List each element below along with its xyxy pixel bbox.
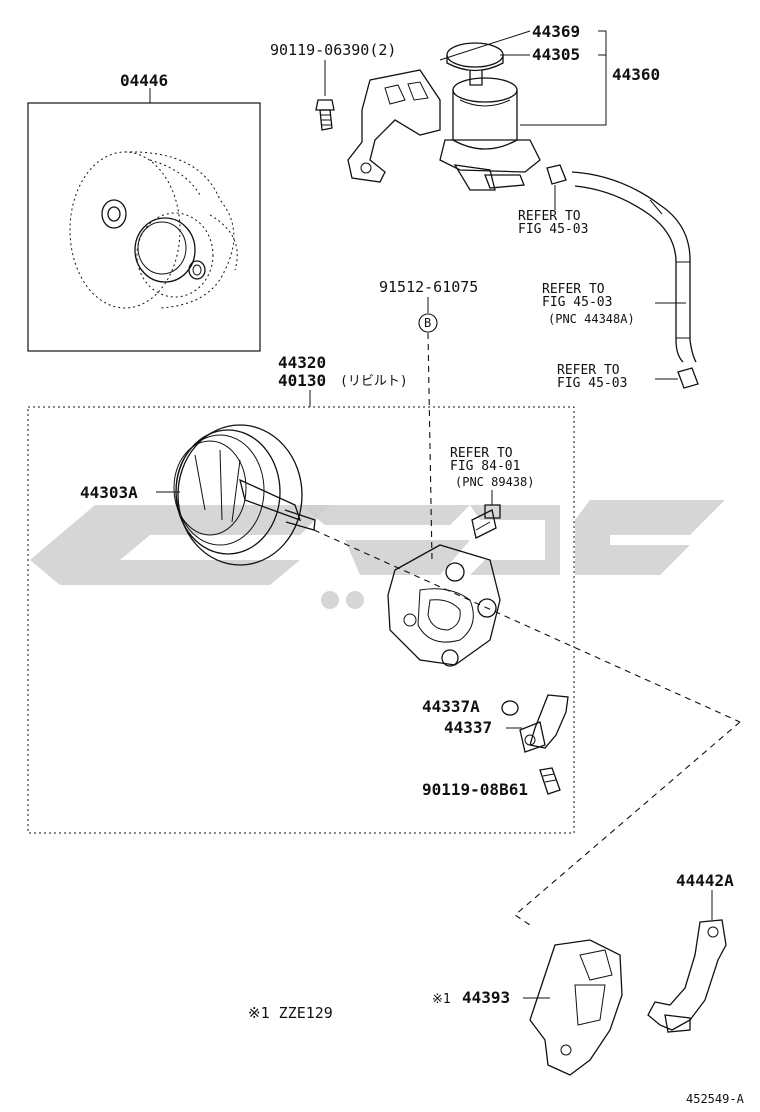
label-clip: 91512-61075 xyxy=(379,278,478,296)
label-union: 44337 xyxy=(444,718,492,737)
label-refer2-b: FIG 45-03 xyxy=(542,295,612,310)
label-bracket: 44369 xyxy=(532,22,580,41)
label-ref-no: 452549-A xyxy=(686,1092,745,1106)
label-reservoir: 44360 xyxy=(612,65,660,84)
label-refer1-a: REFER TO xyxy=(518,209,581,224)
label-refer4-b: FIG 84-01 xyxy=(450,459,520,474)
circle-b-marker xyxy=(418,313,438,333)
label-kit: 04446 xyxy=(120,71,168,90)
label-cap: 44305 xyxy=(532,45,580,64)
label-oring: 44337A xyxy=(422,697,480,716)
label-refer3-b: FIG 45-03 xyxy=(557,376,627,391)
bolt-top xyxy=(315,99,335,131)
label-refer1-b: FIG 45-03 xyxy=(518,222,588,237)
pulley xyxy=(173,424,316,566)
label-refer2-a: REFER TO xyxy=(542,282,605,297)
return-hose xyxy=(571,171,697,363)
label-bracket-a: 44442A xyxy=(676,871,734,890)
label-bolt-top: 90119-06390(2) xyxy=(270,41,396,59)
label-circle-b: B xyxy=(424,316,431,330)
label-refer2-c: (PNC 44348A) xyxy=(548,312,635,326)
label-cover-mark: ※1 xyxy=(432,992,451,1007)
cover-44393 xyxy=(529,939,623,1076)
label-bolt-bottom: 90119-08B61 xyxy=(422,780,528,799)
hose-clamp-2 xyxy=(677,367,699,389)
label-pump-a: 44320 xyxy=(278,353,326,372)
pressure-sensor xyxy=(471,504,501,539)
label-refer4-a: REFER TO xyxy=(450,446,513,461)
pump-assembly-box xyxy=(27,406,575,834)
seal-kit-parts xyxy=(101,199,206,283)
watermark-logo xyxy=(30,500,725,609)
label-pulley: 44303A xyxy=(80,483,138,502)
label-pump-b: 40130 xyxy=(278,371,326,390)
bolt-bottom xyxy=(539,767,561,795)
kit-box xyxy=(27,88,261,352)
pump-housing-outline xyxy=(69,151,238,309)
union-fitting xyxy=(519,694,569,753)
label-refer4-c: (PNC 89438) xyxy=(455,475,534,489)
hose-clamp-1 xyxy=(546,164,567,210)
pump-body xyxy=(387,544,501,667)
reservoir-bracket xyxy=(347,69,441,183)
o-ring xyxy=(501,700,519,716)
label-cover: 44393 xyxy=(462,988,510,1007)
label-note: ※1 ZZE129 xyxy=(248,1004,333,1022)
bracket-44442a xyxy=(647,919,727,1033)
label-pump-b-note: (リビルト) xyxy=(340,374,408,389)
label-refer3-a: REFER TO xyxy=(557,363,620,378)
reservoir xyxy=(439,42,541,191)
